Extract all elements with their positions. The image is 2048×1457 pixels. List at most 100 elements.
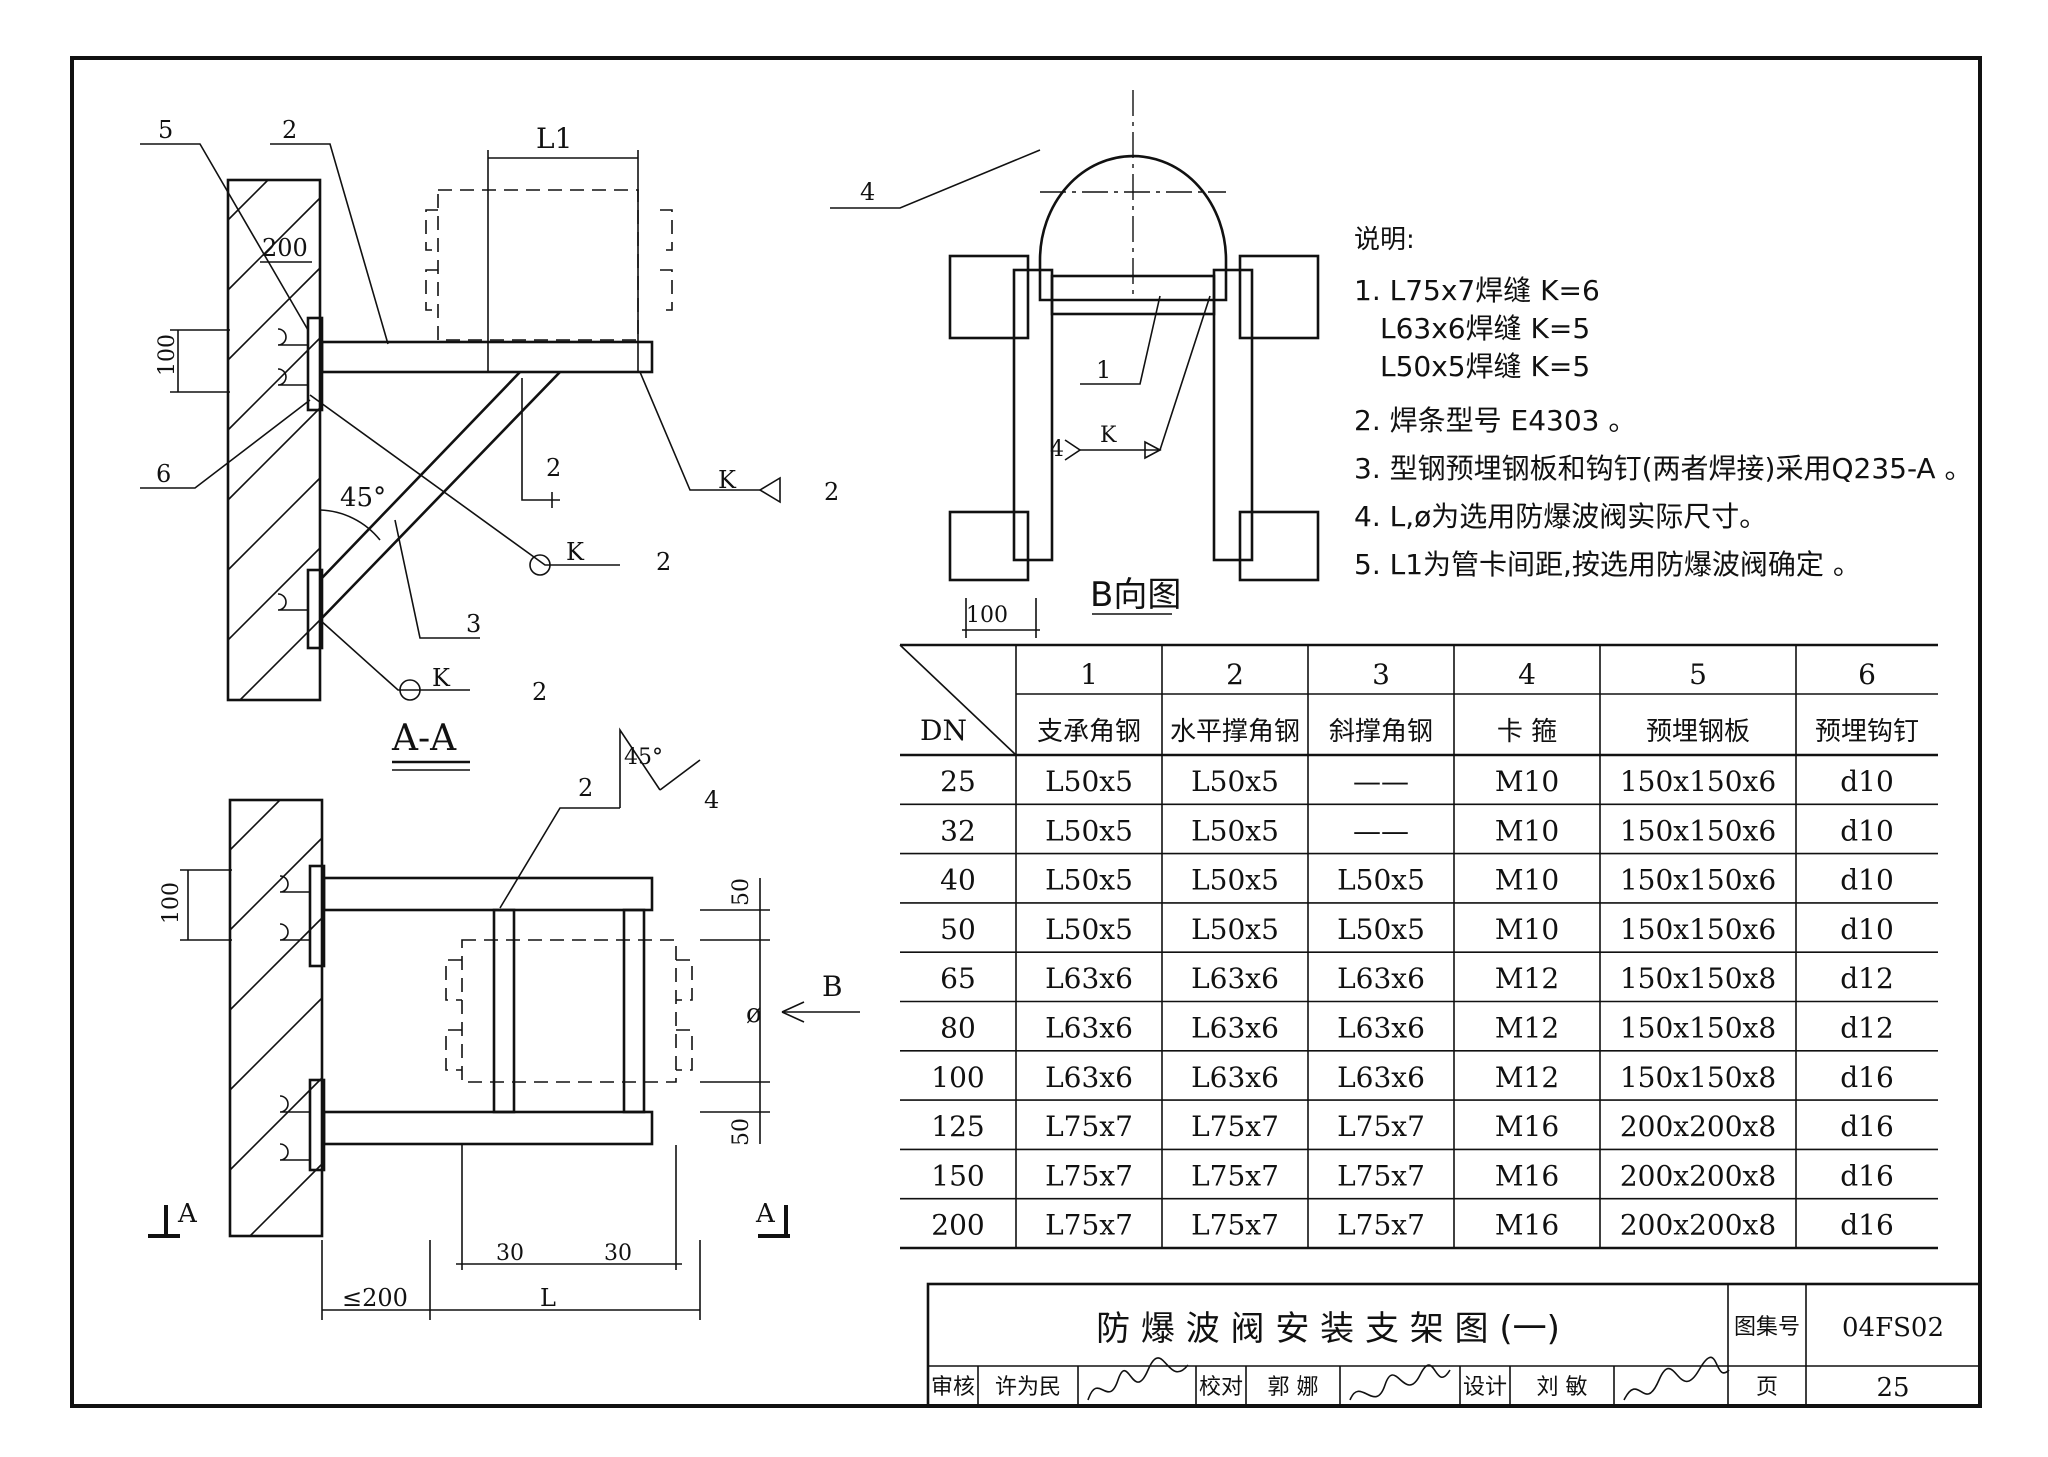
table-row-dn: 50 <box>940 913 976 946</box>
support-angle <box>1050 274 1216 316</box>
dim-L: L <box>540 1284 556 1312</box>
dim-100-b: 100 <box>966 603 1008 628</box>
table-cell: L50x5 <box>1191 913 1279 946</box>
hook-nail <box>277 328 308 346</box>
atlas-label: 图集号 <box>1734 1315 1800 1340</box>
check-label: 校对 <box>1199 1375 1243 1400</box>
view-b <box>830 90 1320 638</box>
dim-50-top: 50 <box>729 878 754 906</box>
dim-phi: ø <box>746 999 762 1029</box>
leader-3 <box>394 519 480 639</box>
drawing-title: 防 爆 波 阀 安 装 支 架 图 (一) <box>1096 1309 1560 1349</box>
table-cell: M12 <box>1495 1012 1559 1045</box>
weld-2: 2 <box>824 478 839 506</box>
label-2-plan: 2 <box>578 774 593 802</box>
weld-2-d: 2 <box>532 678 547 706</box>
table-cell: L75x7 <box>1337 1110 1425 1143</box>
atlas-number: 04FS02 <box>1842 1313 1944 1343</box>
arrow-b-label: B <box>822 970 843 1003</box>
weld-leader-k <box>639 371 760 491</box>
table-cell: L75x7 <box>1337 1209 1425 1242</box>
table-col-header: 支承角钢 <box>1037 717 1141 747</box>
signature-reviewer <box>1087 1357 1189 1401</box>
table-cell: 150x150x8 <box>1620 1012 1776 1045</box>
table-cell: L63x6 <box>1191 1061 1279 1094</box>
table-cell: M10 <box>1495 864 1559 897</box>
weld-k: K <box>718 466 737 494</box>
embedded-plate-lower <box>306 568 324 650</box>
table-row-dn: 100 <box>931 1061 984 1094</box>
table-col-number: 3 <box>1372 658 1390 691</box>
signature-designer <box>1623 1356 1730 1401</box>
table-row-dn: 200 <box>931 1209 984 1242</box>
dim-100: 100 <box>155 334 180 376</box>
note-1: 1. L75x7焊缝 K=6 <box>1354 274 1600 307</box>
weld-4-b: 4 <box>1050 437 1064 462</box>
hook-nail <box>277 593 308 611</box>
table-cell: L63x6 <box>1337 1012 1425 1045</box>
label-3: 3 <box>466 610 481 638</box>
angle-45-plan: 45° <box>624 745 663 770</box>
weld-k-c: K <box>432 664 451 692</box>
label-5: 5 <box>158 116 173 144</box>
table-cell: L75x7 <box>1045 1209 1133 1242</box>
section-a-left: A <box>177 1199 198 1229</box>
page-label: 页 <box>1756 1375 1778 1400</box>
table-cell: d12 <box>1840 962 1894 995</box>
note-1b: L63x6焊缝 K=5 <box>1380 312 1590 345</box>
section-aa-title: A-A <box>391 718 457 759</box>
table-col-number: 6 <box>1858 658 1876 691</box>
leader-4 <box>830 149 1041 209</box>
table-cell: d10 <box>1840 765 1894 798</box>
dim-50-bottom: 50 <box>729 1118 754 1146</box>
section-marker-a <box>758 1205 790 1238</box>
reviewer-name: 许为民 <box>995 1375 1061 1400</box>
table-cell: L75x7 <box>1191 1159 1279 1192</box>
table-cell: L50x5 <box>1337 913 1425 946</box>
table-cell: L50x5 <box>1045 814 1133 847</box>
plan-view <box>148 727 860 1320</box>
table-cell: 200x200x8 <box>1620 1110 1776 1143</box>
note-1c: L50x5焊缝 K=5 <box>1380 350 1590 383</box>
dim-l1: L1 <box>536 122 572 155</box>
table-cell: M16 <box>1495 1159 1559 1192</box>
angle-45: 45° <box>340 483 386 513</box>
label-4: 4 <box>860 178 875 206</box>
horizontal-brace-angle <box>320 340 654 374</box>
table-cell: L63x6 <box>1045 1012 1133 1045</box>
table-col-header: 预埋钩钉 <box>1815 717 1919 747</box>
table-cell: 200x200x8 <box>1620 1209 1776 1242</box>
table-cell: L63x6 <box>1337 1061 1425 1094</box>
table-row-dn: 80 <box>940 1012 976 1045</box>
diagonal-brace-angle <box>319 371 521 581</box>
weld-2-c: 2 <box>656 548 671 576</box>
table-cell: M10 <box>1495 913 1559 946</box>
table-corner-dn: DN <box>920 714 967 747</box>
wall-section <box>226 178 322 702</box>
section-a-right: A <box>755 1199 776 1229</box>
table-row-dn: 150 <box>931 1159 984 1192</box>
table-cell: 150x150x8 <box>1620 962 1776 995</box>
table-cell: M12 <box>1495 962 1559 995</box>
note-2: 2. 焊条型号 E4303 。 <box>1354 404 1636 437</box>
table-cell: L50x5 <box>1045 913 1133 946</box>
table-cell: 150x150x6 <box>1620 814 1776 847</box>
table-cell: —— <box>1353 765 1409 798</box>
table-cell: d10 <box>1840 864 1894 897</box>
weld-2-b: 2 <box>546 454 561 482</box>
table-col-number: 5 <box>1689 658 1707 691</box>
horizontal-angle-bottom <box>322 1110 654 1146</box>
table-cell: d16 <box>1840 1110 1894 1143</box>
table-cell: 150x150x6 <box>1620 864 1776 897</box>
table-cell: L63x6 <box>1045 962 1133 995</box>
table-cell: L50x5 <box>1191 814 1279 847</box>
dim-100-plan: 100 <box>159 882 184 924</box>
table-cell: d16 <box>1840 1209 1894 1242</box>
table-cell: L50x5 <box>1191 765 1279 798</box>
hook-nail <box>277 368 308 386</box>
review-label: 审核 <box>931 1375 975 1400</box>
designer-name: 刘 敏 <box>1537 1375 1588 1400</box>
table-cell: d16 <box>1840 1061 1894 1094</box>
leader-5 <box>140 143 309 331</box>
